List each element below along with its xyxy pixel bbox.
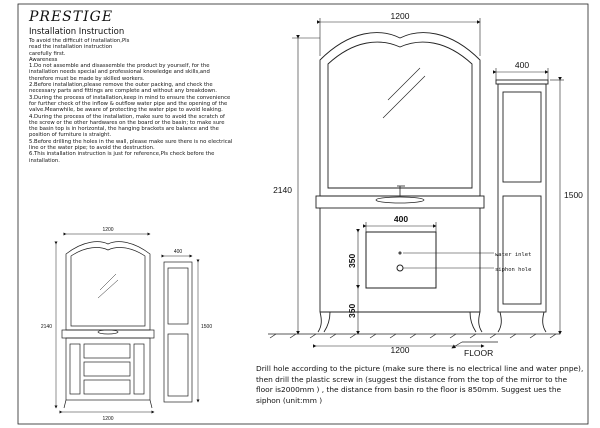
- instruction-line: carefully first.: [29, 50, 66, 57]
- small-mirror: [65, 241, 151, 331]
- small-top-width-label: 1200: [102, 227, 113, 233]
- page-frame: [17, 3, 589, 425]
- leader-lines: [403, 252, 494, 269]
- drilling-note: Drill hole according to the picture (mak…: [256, 364, 584, 405]
- dim-total-height-label: 2140: [273, 185, 292, 195]
- floor-line: [268, 333, 560, 349]
- dim-cabinet-height: [550, 77, 564, 335]
- brand-title: PRESTIGE: [29, 9, 114, 25]
- dim-cabinet-width-label: 400: [515, 60, 529, 70]
- small-bottom-width-label: 1200: [102, 416, 113, 422]
- dim-cabinet-height-label: 1500: [564, 190, 583, 200]
- instruction-line: 6.This installation instruction is just …: [29, 151, 215, 164]
- small-tall-cabinet: [163, 261, 193, 403]
- dim-small-cabinet-width: [161, 254, 200, 403]
- dim-siphon-height-label: 350: [347, 304, 357, 318]
- plumbing-panel: [365, 231, 437, 289]
- mirror: [319, 32, 481, 197]
- instruction-line: 4.During the process of the installation…: [29, 113, 225, 139]
- dim-top-width: [317, 18, 481, 56]
- instruction-line: To avoid the difficult of installation,P…: [29, 38, 130, 44]
- instruction-line: 2.Before installation,please remove the …: [29, 82, 217, 95]
- dim-cabinet-width: [493, 68, 549, 80]
- instruction-text: To avoid the difficult of installation,P…: [29, 38, 234, 164]
- instruction-line: 5.Before drilling the holes in the wall,…: [29, 138, 233, 152]
- dim-inlet-height-label: 350: [347, 254, 357, 268]
- small-vanity: [61, 329, 155, 409]
- basin: [375, 185, 425, 204]
- instruction-line: read the installation instruction: [29, 44, 113, 51]
- tall-cabinet: [495, 79, 549, 333]
- small-total-height-label: 2140: [41, 324, 52, 330]
- dim-bottom-width-label: 1200: [391, 345, 410, 355]
- floor-label: FLOOR: [464, 348, 493, 358]
- siphon-hole-label: siphon hole: [495, 267, 531, 273]
- dim-basin-width: [363, 222, 437, 232]
- small-cabinet-height-label: 1500: [201, 324, 212, 330]
- instruction-line: 1.Do not assemble and disassemble the pr…: [29, 63, 210, 82]
- instruction-line: Awareness: [29, 56, 58, 63]
- water-inlet-label: water inlet: [495, 252, 531, 258]
- instruction-line: 3.During the process of installation,kee…: [29, 94, 231, 114]
- dim-basin-width-label: 400: [394, 214, 408, 224]
- instruction-subtitle: Installation Instruction: [29, 27, 125, 37]
- small-cabinet-width-label: 400: [174, 249, 183, 255]
- dim-top-width-label: 1200: [391, 11, 410, 21]
- dim-total-height: [292, 35, 320, 335]
